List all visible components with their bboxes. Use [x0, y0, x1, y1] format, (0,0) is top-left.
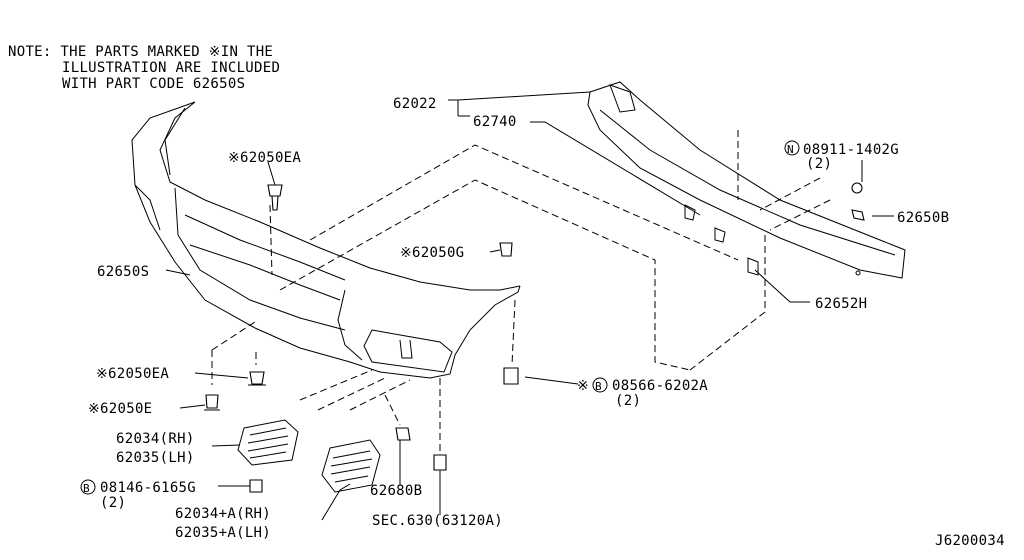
bolt-08566 [503, 367, 519, 385]
nut-prefix: N [787, 143, 794, 156]
clip-62050E [204, 394, 220, 411]
label-08911-1402G: 08911-1402G [803, 142, 899, 158]
bolt2-prefix: B [83, 482, 90, 495]
label-62650S: 62650S [97, 264, 149, 280]
label-62022: 62022 [393, 96, 437, 112]
label-62050EA-low: ※62050EA [96, 366, 169, 382]
fog-lamp-covers [237, 419, 381, 493]
note: NOTE: THE PARTS MARKED ※IN THE ILLUSTRAT… [8, 44, 280, 92]
clip-sec630 [433, 454, 447, 471]
diagram-id: J6200034 [935, 533, 1005, 549]
label-62035: 62035(LH) [116, 450, 195, 466]
bolt1-prefix: B [595, 380, 602, 393]
label-bolt1-qty: (2) [615, 393, 641, 409]
clip-62050G [499, 242, 513, 257]
note-line-2: ILLUSTRATION ARE INCLUDED [62, 60, 280, 76]
clip-62050EA-low [248, 371, 266, 386]
callout-labels: 62022 62740 N 08911-1402G (2) 62650B ※62… [80, 96, 1005, 549]
label-62050EA-top: ※62050EA [228, 150, 301, 166]
b-circle-icon [592, 377, 608, 393]
leader-dashed-lines [211, 130, 831, 455]
fasteners [204, 184, 519, 493]
nut-icon [851, 182, 863, 194]
clip-62680B [395, 427, 411, 441]
bolt-08146 [249, 479, 263, 493]
bolt1-mark: ※ [577, 378, 589, 394]
bumper-fascia-drawing [131, 101, 521, 379]
note-line-3: WITH PART CODE 62650S [62, 76, 245, 92]
label-62652H: 62652H [815, 296, 867, 312]
label-62740: 62740 [473, 114, 517, 130]
label-62034A: 62034+A(RH) [175, 506, 271, 522]
label-nut-qty: (2) [806, 156, 832, 172]
label-bolt2-qty: (2) [100, 495, 126, 511]
b-circle-icon [80, 479, 96, 495]
label-sec630: SEC.630(63120A) [372, 513, 503, 529]
clip-62050EA-top [267, 184, 283, 211]
label-08566-6202A: 08566-6202A [612, 378, 708, 394]
bumper-reinforcement-drawing [587, 81, 906, 279]
label-62650B: 62650B [897, 210, 949, 226]
label-62680B: 62680B [370, 483, 422, 499]
clip-62650B [851, 209, 865, 221]
label-62034: 62034(RH) [116, 431, 195, 447]
n-circle-icon [784, 140, 800, 156]
label-08146-6165G: 08146-6165G [100, 480, 196, 496]
leader-lines [165, 91, 894, 521]
label-62050E: ※62050E [88, 401, 152, 417]
label-62050G: ※62050G [400, 245, 464, 261]
label-62035A: 62035+A(LH) [175, 525, 271, 541]
note-line-1: NOTE: THE PARTS MARKED ※IN THE [8, 44, 273, 60]
